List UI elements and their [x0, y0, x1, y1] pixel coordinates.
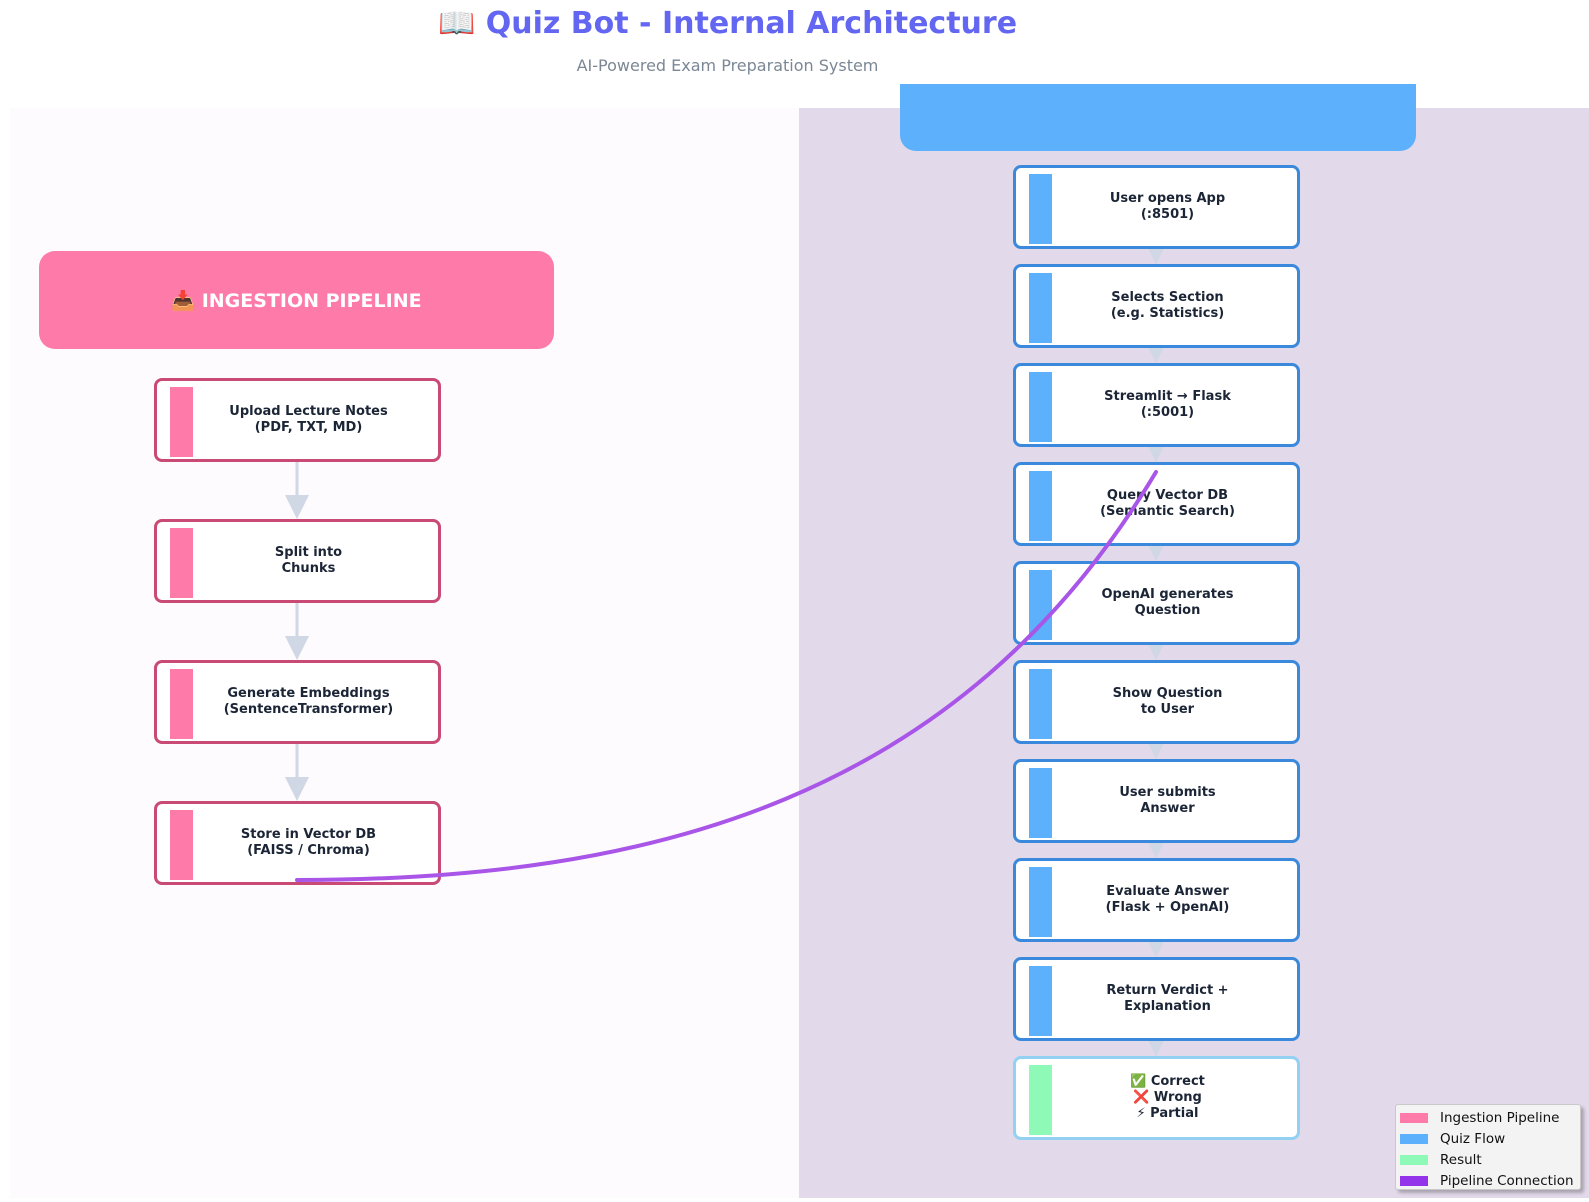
step-label: Generate Embeddings (SentenceTransformer… — [223, 686, 394, 717]
step-color-bar — [170, 669, 193, 739]
quiz-step-return-verdict: Return Verdict + Explanation — [1013, 957, 1300, 1041]
legend-swatch — [1400, 1112, 1428, 1123]
step-color-bar — [1029, 471, 1052, 541]
step-color-bar — [1029, 174, 1052, 244]
step-label: Evaluate Answer (Flask + OpenAI) — [1105, 884, 1230, 915]
step-color-bar — [1029, 966, 1052, 1036]
quiz-step-openai-question: OpenAI generates Question — [1013, 561, 1300, 645]
step-color-bar — [1029, 867, 1052, 937]
legend-swatch — [1400, 1154, 1428, 1165]
step-color-bar — [1029, 372, 1052, 442]
step-label: Store in Vector DB (FAISS / Chroma) — [240, 827, 377, 858]
step-label: User submits Answer — [1119, 785, 1216, 816]
quiz-step-select-section: Selects Section (e.g. Statistics) — [1013, 264, 1300, 348]
step-label: Split into Chunks — [274, 545, 343, 576]
ingestion-step-embeddings: Generate Embeddings (SentenceTransformer… — [154, 660, 441, 744]
quiz-step-show-question: Show Question to User — [1013, 660, 1300, 744]
step-color-bar — [170, 387, 193, 457]
quiz-step-streamlit-flask: Streamlit → Flask (:5001) — [1013, 363, 1300, 447]
legend-swatch — [1400, 1133, 1428, 1144]
step-label: Streamlit → Flask (:5001) — [1104, 389, 1231, 420]
ingestion-step-split: Split into Chunks — [154, 519, 441, 603]
ingestion-step-store: Store in Vector DB (FAISS / Chroma) — [154, 801, 441, 885]
step-color-bar — [170, 810, 193, 880]
step-color-bar — [170, 528, 193, 598]
result-label: ✅ Correct ❌ Wrong ⚡ Partial — [1130, 1074, 1205, 1121]
step-label: Show Question to User — [1112, 686, 1223, 717]
quiz-result-box: ✅ Correct ❌ Wrong ⚡ Partial — [1013, 1056, 1300, 1140]
legend: Ingestion Pipeline Quiz Flow Result Pipe… — [1395, 1104, 1581, 1190]
quiz-step-open-app: User opens App (:8501) — [1013, 165, 1300, 249]
legend-item-ingestion: Ingestion Pipeline — [1396, 1107, 1580, 1128]
step-label: Return Verdict + Explanation — [1106, 983, 1229, 1014]
legend-item-connection: Pipeline Connection — [1396, 1170, 1580, 1191]
result-color-bar — [1029, 1065, 1052, 1135]
page-subtitle: AI-Powered Exam Preparation System — [576, 56, 879, 75]
step-label: Upload Lecture Notes (PDF, TXT, MD) — [229, 404, 388, 435]
legend-label: Quiz Flow — [1440, 1130, 1506, 1147]
step-color-bar — [1029, 669, 1052, 739]
step-label: OpenAI generates Question — [1101, 587, 1234, 618]
step-label: User opens App (:8501) — [1109, 191, 1226, 222]
legend-label: Ingestion Pipeline — [1440, 1109, 1560, 1126]
step-color-bar — [1029, 768, 1052, 838]
quiz-step-evaluate-answer: Evaluate Answer (Flask + OpenAI) — [1013, 858, 1300, 942]
legend-label: Pipeline Connection — [1440, 1172, 1574, 1189]
page-title: 📖 Quiz Bot - Internal Architecture — [437, 6, 1018, 41]
step-label: Selects Section (e.g. Statistics) — [1110, 290, 1225, 321]
quiz-flow-header — [900, 84, 1416, 151]
legend-item-quiz-flow: Quiz Flow — [1396, 1128, 1580, 1149]
ingestion-pipeline-header: 📥 INGESTION PIPELINE — [39, 251, 554, 349]
pipeline-connection-curve — [295, 470, 1158, 882]
legend-swatch — [1400, 1175, 1428, 1186]
step-color-bar — [1029, 273, 1052, 343]
quiz-step-submit-answer: User submits Answer — [1013, 759, 1300, 843]
legend-item-result: Result — [1396, 1149, 1580, 1170]
legend-label: Result — [1440, 1151, 1482, 1168]
ingestion-step-upload: Upload Lecture Notes (PDF, TXT, MD) — [154, 378, 441, 462]
step-label: Query Vector DB (Semantic Search) — [1100, 488, 1235, 519]
step-color-bar — [1029, 570, 1052, 640]
quiz-step-query-vector-db: Query Vector DB (Semantic Search) — [1013, 462, 1300, 546]
